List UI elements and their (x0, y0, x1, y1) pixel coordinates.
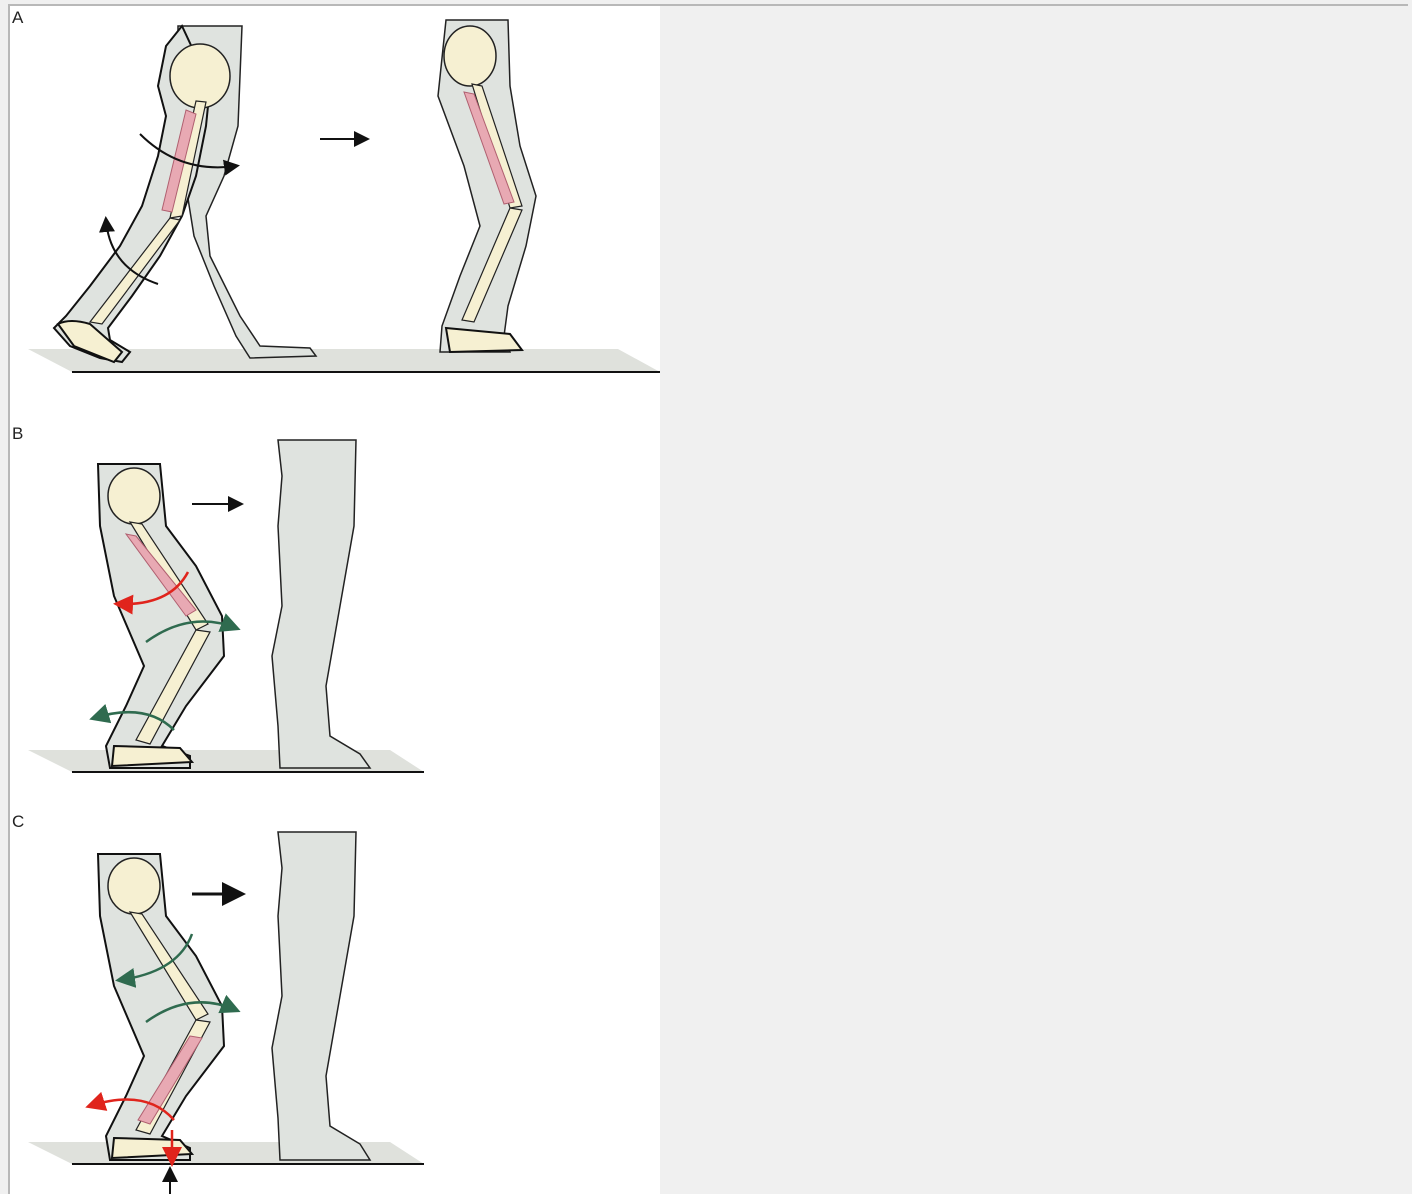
foot-b (112, 746, 192, 766)
panel-b (28, 440, 424, 772)
gait-illustration (10, 6, 660, 1194)
figure-canvas: A B C (10, 6, 660, 1194)
panel-a (28, 20, 660, 372)
foot-c (112, 1138, 192, 1158)
leg-silhouette-c (272, 832, 370, 1160)
leg-silhouette-b (272, 440, 370, 768)
panel-c (28, 832, 424, 1194)
pelvis-c (108, 858, 160, 914)
pelvis-b (108, 468, 160, 524)
foot-a2 (446, 328, 522, 352)
pelvis-a (170, 44, 230, 108)
pelvis-a2 (444, 26, 496, 86)
